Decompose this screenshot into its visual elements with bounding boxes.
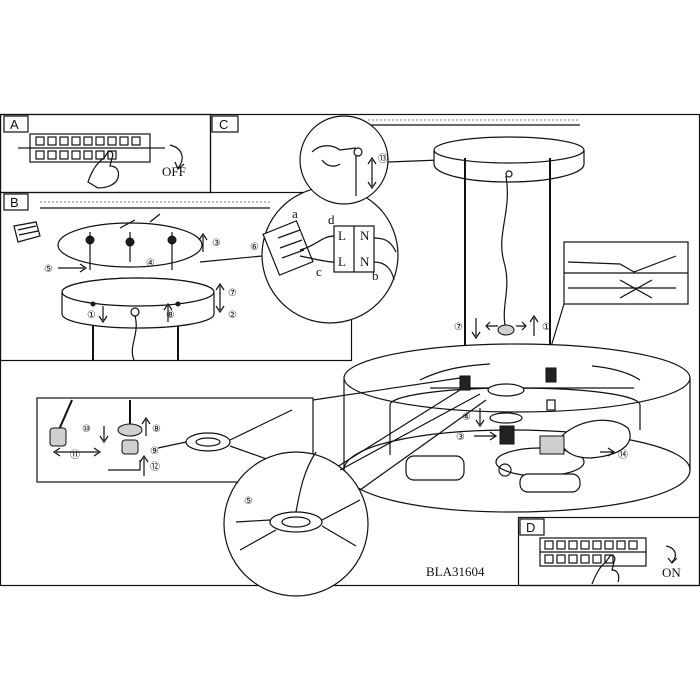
panel-d-tab (519, 518, 545, 536)
callout-11: ⑪ (70, 449, 80, 461)
terminal-n: N (360, 228, 370, 243)
wire-label-d: d (328, 212, 335, 227)
detail-13: ⑬ (299, 115, 389, 205)
model-code: BLA31604 (426, 564, 485, 579)
callout-4: ④ (146, 258, 155, 269)
rotate-arrow-icon-d (665, 545, 676, 563)
bulb-icon (559, 419, 631, 459)
wire-label-b: b (372, 268, 379, 283)
panel-c-letter: C (219, 117, 228, 132)
breaker-panel-a (18, 133, 165, 163)
ceiling-canopy (61, 277, 215, 329)
wire-label-a: a (292, 206, 298, 221)
hand-icon-d (591, 554, 620, 585)
panel-b: B (0, 186, 399, 362)
panel-d: D ON (517, 516, 700, 587)
cable-grip-left (459, 375, 471, 391)
callout-1: ① (87, 310, 96, 321)
callout-4-c: ④ (462, 412, 471, 423)
hand-icon (87, 150, 120, 189)
terminal-l-lower: L (338, 254, 346, 269)
callout-13: ⑬ (378, 153, 388, 165)
terminal-l: L (338, 228, 346, 243)
canopy-c (433, 136, 585, 183)
callout-9: ⑨ (150, 446, 159, 457)
panel-b-letter: B (10, 195, 19, 210)
callout-1-c: ① (542, 322, 551, 333)
panel-d-letter: D (526, 520, 535, 535)
callout-3-c: ③ (456, 432, 465, 443)
off-label: OFF (162, 164, 186, 179)
lamp-shade (343, 343, 691, 513)
wall-plug-icon (13, 221, 41, 243)
wiring-detail: L N L N a d c b ⑥ (250, 186, 399, 324)
panel-c: C ⑬ (209, 114, 691, 513)
callout-6-zoom: ⑥ (250, 242, 259, 253)
on-label: ON (662, 565, 681, 580)
callout-8: ⑧ (166, 310, 175, 321)
top-ring (497, 324, 515, 336)
callout-7: ⑦ (228, 288, 237, 299)
rotate-arrow-icon (169, 144, 183, 169)
panel-a: A OFF (0, 113, 212, 194)
breaker-panel-d (539, 537, 647, 567)
cable-detail (563, 241, 689, 305)
callout-8-box: ⑧ (152, 424, 161, 435)
wire-label-c: c (316, 264, 322, 279)
panel-b-tab (3, 193, 29, 211)
callout-2: ② (228, 310, 237, 321)
terminal-n-lower: N (360, 254, 370, 269)
callout-14: ⑭ (618, 449, 628, 461)
callout-3: ③ (212, 238, 221, 249)
callout-12: ⑫ (150, 461, 160, 473)
callout-10: ⑩ (82, 424, 91, 435)
lampholders (405, 419, 631, 493)
panel-a-tab (3, 115, 29, 133)
panel-a-letter: A (10, 117, 19, 132)
cable-grip-right (545, 367, 557, 383)
detail-5: ⑤ (223, 393, 487, 597)
callout-5: ⑤ (44, 264, 53, 275)
callout-5-zoom: ⑤ (244, 496, 253, 507)
callout-7-c: ⑦ (454, 322, 463, 333)
panel-c-tab (211, 115, 239, 133)
